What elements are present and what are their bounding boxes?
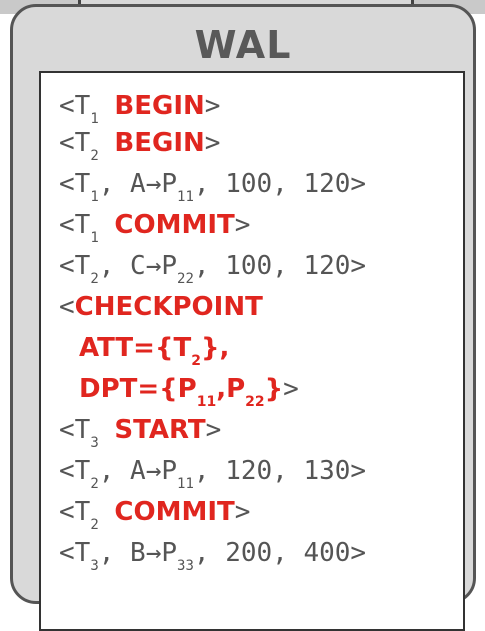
att-label: ATT={T	[79, 333, 192, 363]
txn-id: 2	[90, 148, 99, 164]
page-id: 22	[177, 271, 194, 287]
record-values: , 200, 400>	[193, 538, 367, 568]
record-keyword: COMMIT	[114, 497, 235, 527]
record-keyword: COMMIT	[114, 210, 235, 240]
dpt-close: }	[264, 374, 284, 404]
record-object: , A→P	[98, 456, 178, 486]
txn-id: 1	[90, 230, 99, 246]
record-open: <	[59, 292, 75, 322]
record-open: <T	[59, 251, 91, 281]
record-close: >	[234, 497, 251, 527]
txn-id: 2	[90, 517, 99, 533]
log-record-t2-begin: <T2 BEGIN>	[59, 128, 221, 164]
txn-id: 3	[90, 435, 99, 451]
record-object: , C→P	[98, 251, 178, 281]
log-record-t2-update-2: <T2, A→P11, 120, 130>	[59, 456, 367, 492]
log-record-t3-update: <T3, B→P33, 200, 400>	[59, 538, 367, 574]
record-object: , A→P	[98, 169, 178, 199]
record-open: <T	[59, 456, 91, 486]
dpt-separator: ,P	[216, 374, 246, 404]
txn-id: 2	[90, 271, 99, 287]
record-open: <T	[59, 128, 91, 158]
att-txn-id: 2	[191, 353, 201, 369]
record-keyword: BEGIN	[114, 91, 205, 121]
page-id: 11	[177, 476, 194, 492]
record-open: <T	[59, 415, 91, 445]
record-values: , 120, 130>	[193, 456, 367, 486]
record-keyword: START	[114, 415, 206, 445]
record-keyword: BEGIN	[114, 128, 205, 158]
record-open: <T	[59, 497, 91, 527]
record-close: >	[204, 128, 221, 158]
dpt-page-id: 22	[245, 394, 265, 410]
wal-panel: WAL <T1 BEGIN> <T2 BEGIN> <T1, A→P11, 10…	[10, 4, 476, 631]
log-records-box: <T1 BEGIN> <T2 BEGIN> <T1, A→P11, 100, 1…	[39, 71, 465, 631]
txn-id: 2	[90, 476, 99, 492]
checkpoint-att: ATT={T2},	[79, 333, 230, 369]
record-values: , 100, 120>	[193, 251, 367, 281]
record-keyword: CHECKPOINT	[74, 292, 263, 322]
record-object: , B→P	[98, 538, 178, 568]
checkpoint-dpt: DPT={P11,P22}>	[79, 374, 299, 410]
record-open: <T	[59, 538, 91, 568]
dpt-page-id: 11	[196, 394, 217, 410]
page-id: 33	[177, 558, 194, 574]
log-record-t2-commit: <T2 COMMIT>	[59, 497, 251, 533]
log-record-t3-start: <T3 START>	[59, 415, 222, 451]
txn-id: 1	[90, 189, 99, 205]
dpt-label: DPT={P	[79, 374, 197, 404]
record-open: <T	[59, 210, 91, 240]
log-record-checkpoint: <CHECKPOINT	[59, 292, 263, 322]
page-id: 11	[177, 189, 194, 205]
record-open: <T	[59, 91, 91, 121]
log-record-t1-commit: <T1 COMMIT>	[59, 210, 251, 246]
txn-id: 3	[90, 558, 99, 574]
record-close: >	[204, 91, 221, 121]
record-values: , 100, 120>	[193, 169, 367, 199]
wal-title: WAL	[194, 23, 292, 67]
txn-id: 1	[90, 111, 99, 127]
record-open: <T	[59, 169, 91, 199]
att-close: },	[200, 333, 230, 363]
log-record-t2-update: <T2, C→P22, 100, 120>	[59, 251, 367, 287]
record-close: >	[234, 210, 251, 240]
record-close: >	[205, 415, 222, 445]
record-close: >	[283, 374, 299, 404]
log-record-t1-begin: <T1 BEGIN>	[59, 91, 221, 127]
log-record-t1-update: <T1, A→P11, 100, 120>	[59, 169, 367, 205]
